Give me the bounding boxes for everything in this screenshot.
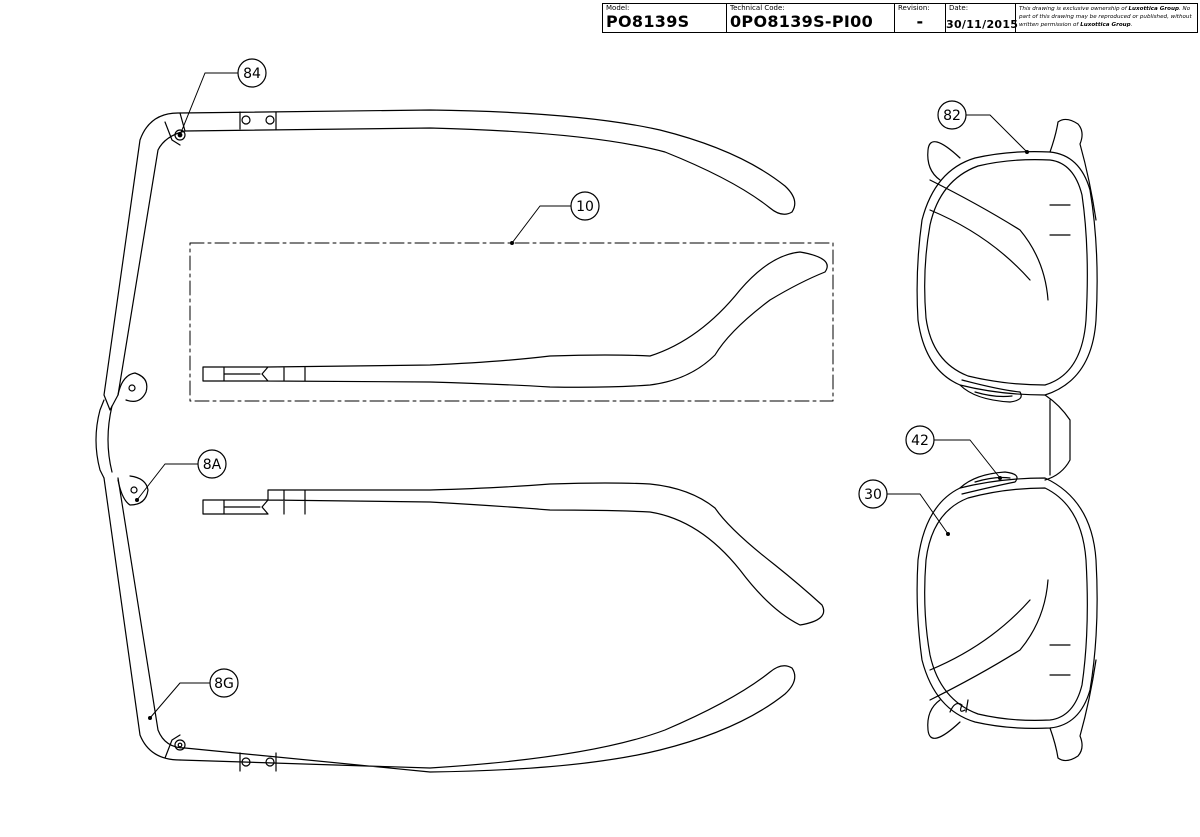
upper-front-frame [103,112,186,411]
title-block: Model: PO8139S Technical Code: 0PO8139S-… [602,3,1198,33]
ownership-note: This drawing is exclusive ownership of L… [1019,5,1195,29]
ownership-note-brand: Luxottica Group [1128,6,1179,12]
callout-8A-label: 8A [203,457,222,473]
lower-temple [179,665,796,773]
ownership-note-prefix: This drawing is exclusive ownership of [1019,6,1129,12]
model-value: PO8139S [606,12,690,31]
upper-temple [179,109,796,215]
model-cell: Model: PO8139S [603,4,727,32]
second-temple [202,482,825,626]
side-view-lower [916,471,1098,762]
callout-42-label: 42 [911,433,929,449]
bridge [95,399,113,479]
lower-temple-tip [1049,659,1097,762]
callout-leaders [136,72,1028,719]
callout-8A: 8A [197,449,227,479]
callout-8G: 8G [209,668,239,698]
technical-code-value: 0PO8139S-PI00 [730,12,874,31]
date-label: Date: [949,4,969,12]
revision-label: Revision: [898,4,930,12]
hinge-screw-upper [174,129,186,141]
callout-42: 42 [905,425,935,455]
callout-10: 10 [570,191,600,221]
logo-mark [949,699,969,713]
lower-front-frame [103,477,186,761]
revision-cell: Revision: - [895,4,946,32]
temple-detail-box [189,242,834,402]
nose-pad-upper [117,372,148,402]
nose-pad-lower [117,475,149,506]
callout-82: 82 [937,100,967,130]
side-view-upper [916,118,1098,403]
hinge-screw-lower [174,739,186,751]
technical-code-label: Technical Code: [730,4,785,12]
ownership-note-mid: . No part of this drawing may be reprodu… [1019,6,1192,28]
callout-30: 30 [858,479,888,509]
date-cell: Date: 30/11/2015 [946,4,1019,32]
top-view-upper-half [103,109,796,411]
date-value: 30/11/2015 [946,18,1019,31]
callout-84: 84 [237,58,267,88]
lower-lens-tab [927,699,961,739]
callout-10-label: 10 [576,199,594,215]
lower-rim [916,477,1098,729]
ownership-note-cell: This drawing is exclusive ownership of L… [1016,4,1197,32]
top-view-lower-half [103,475,796,773]
technical-code-cell: Technical Code: 0PO8139S-PI00 [727,4,895,32]
callout-84-label: 84 [243,66,261,82]
side-view-bridge [1044,394,1071,481]
callout-30-label: 30 [864,487,882,503]
ownership-note-brand-2: Luxottica Group [1080,22,1131,28]
callout-82-label: 82 [943,108,961,124]
revision-value: - [916,12,924,31]
model-label: Model: [606,4,630,12]
upper-temple-tip [1049,118,1097,221]
ownership-note-suffix: . [1130,22,1133,28]
upper-rim [916,151,1098,396]
upper-lens-tab [927,141,961,181]
callout-8G-label: 8G [214,676,234,692]
temple-detail [202,251,828,388]
